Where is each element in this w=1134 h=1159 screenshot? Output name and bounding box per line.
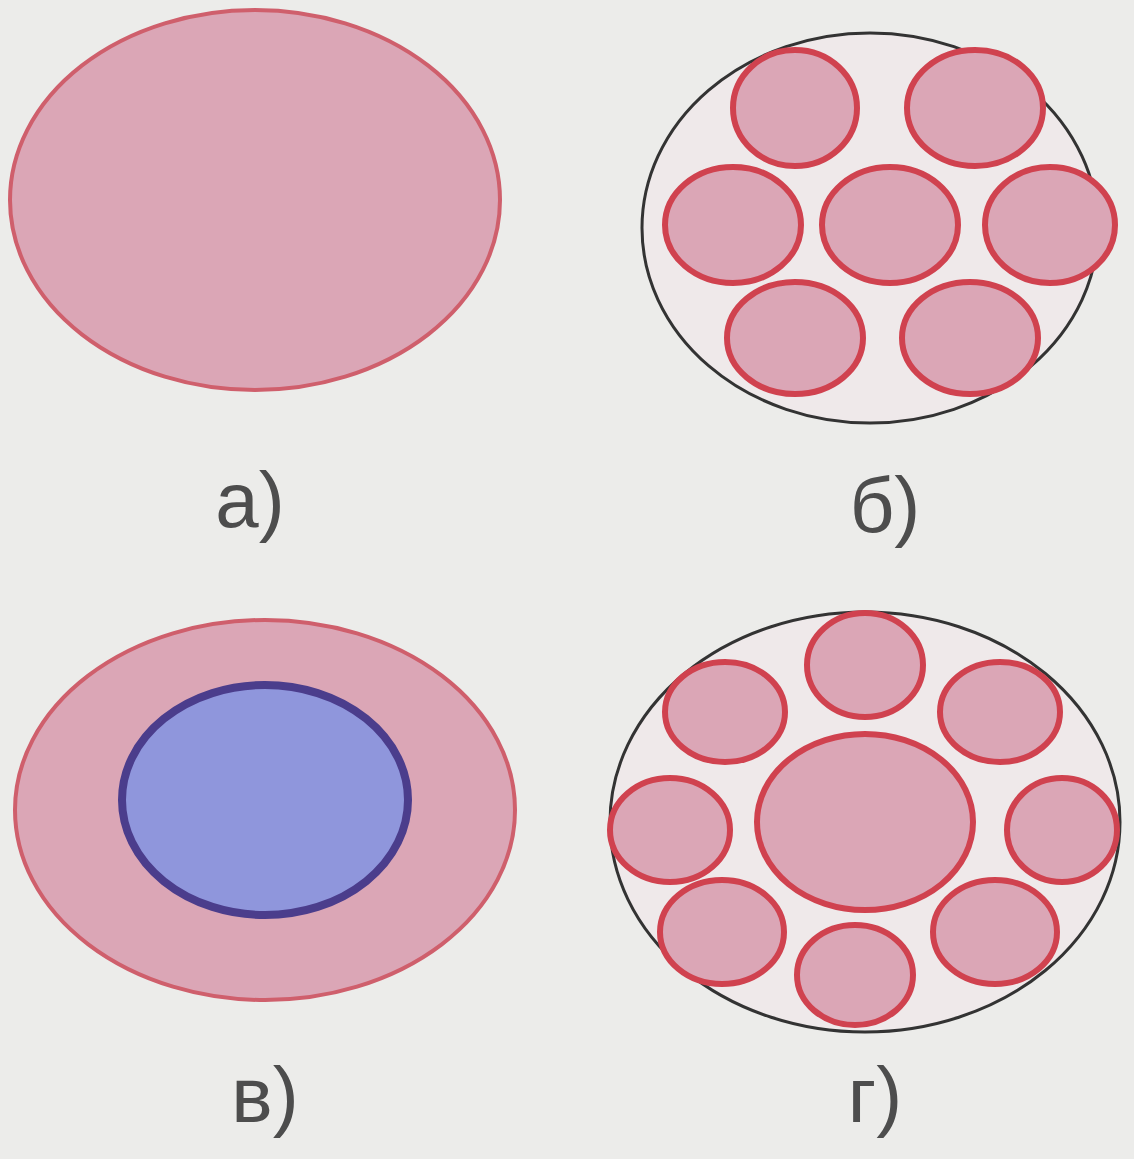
figure-letter: б) — [850, 466, 921, 544]
figure-letter: г) — [848, 1056, 902, 1134]
figure-letter: в) — [231, 1056, 298, 1134]
figure-letter: а) — [215, 461, 284, 539]
